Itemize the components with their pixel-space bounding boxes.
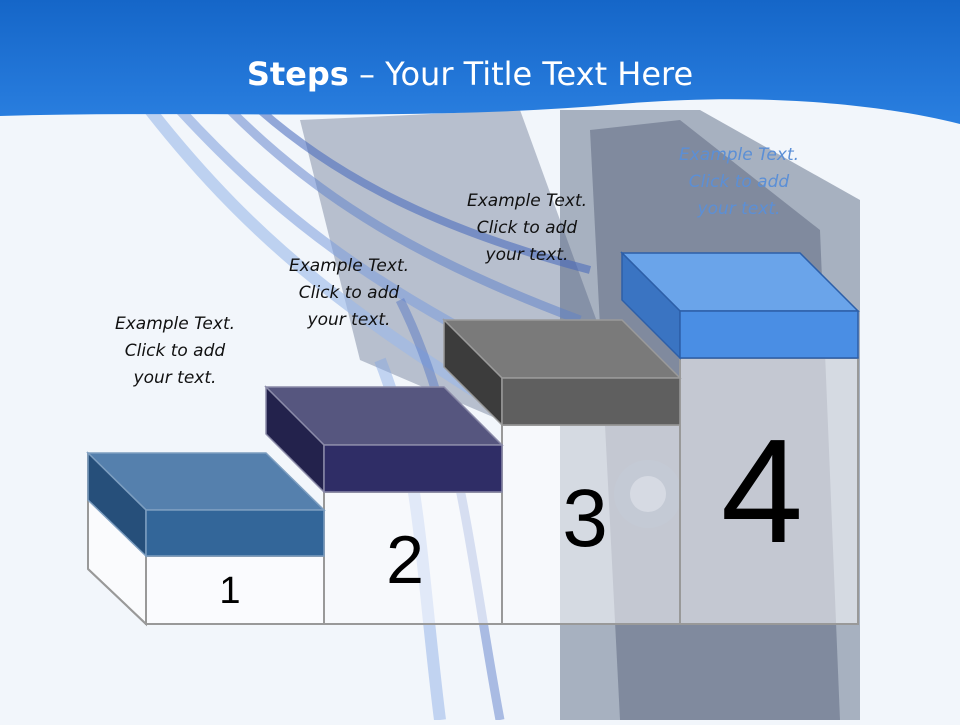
- step-1-caption-line-1: Example Text.: [114, 314, 236, 334]
- step-4-caption-line-1: Example Text.: [678, 145, 800, 165]
- step-3-stand: [501, 424, 681, 625]
- step-2-caption[interactable]: Example Text. Click to add your text.: [264, 253, 434, 334]
- step-1-caption[interactable]: Example Text. Click to add your text.: [90, 311, 260, 392]
- title-rest: – Your Title Text Here: [348, 55, 694, 93]
- step-1-caption-line-3: your text.: [133, 368, 217, 388]
- step-3-block[interactable]: [442, 318, 682, 427]
- step-2-caption-line-1: Example Text.: [288, 256, 410, 276]
- step-3-caption-line-2: Click to add: [476, 218, 578, 238]
- step-1-block[interactable]: [86, 451, 326, 558]
- step-3-caption-line-3: your text.: [485, 245, 569, 265]
- step-3-caption-line-1: Example Text.: [466, 191, 588, 211]
- step-2-caption-line-2: Click to add: [298, 283, 400, 303]
- step-4-block[interactable]: [620, 251, 860, 360]
- step-1-caption-line-2: Click to add: [124, 341, 226, 361]
- step-3-number: 3: [562, 473, 608, 564]
- slide-title[interactable]: Steps – Your Title Text Here: [0, 52, 940, 96]
- step-3-caption[interactable]: Example Text. Click to add your text.: [442, 188, 612, 269]
- step-4-caption-line-3: your text.: [697, 199, 781, 219]
- step-4-number: 4: [720, 409, 804, 574]
- step-4-caption-line-2: Click to add: [688, 172, 790, 192]
- step-2-block[interactable]: [264, 385, 504, 494]
- step-2-caption-line-3: your text.: [307, 310, 391, 330]
- header-band: [0, 0, 960, 124]
- step-4-caption[interactable]: Example Text. Click to add your text.: [654, 142, 824, 223]
- title-bold: Steps: [246, 55, 349, 93]
- step-2-stand: [323, 491, 503, 625]
- step-2-number: 2: [386, 522, 424, 598]
- step-1-number: 1: [219, 570, 241, 612]
